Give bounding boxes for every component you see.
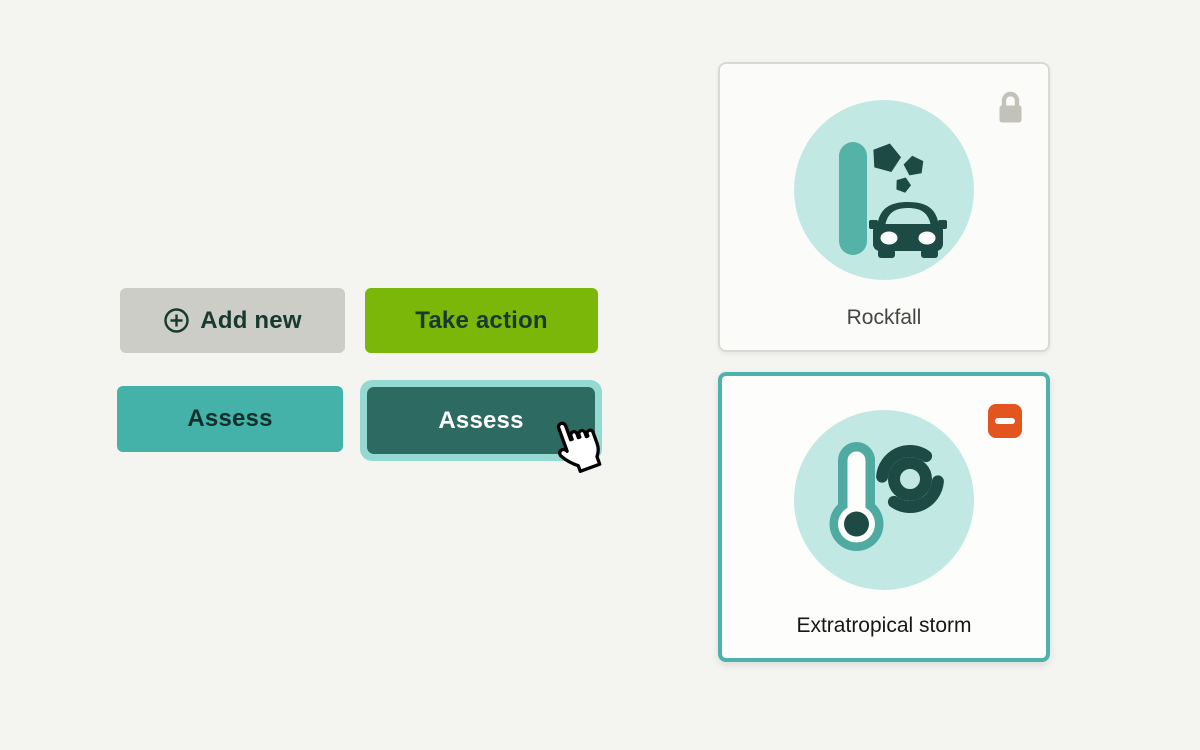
lock-icon	[995, 90, 1026, 126]
assess-hover-label: Assess	[438, 406, 524, 434]
add-new-label: Add new	[200, 306, 302, 334]
card-label-extratropical-storm: Extratropical storm	[796, 614, 972, 637]
hazard-card-rockfall[interactable]: Rockfall	[718, 62, 1050, 352]
hazard-icon-circle	[794, 100, 974, 280]
rockfall-icon	[839, 142, 947, 258]
remove-minus-icon[interactable]	[988, 404, 1022, 438]
circled-plus-icon	[163, 307, 190, 334]
hazard-card-extratropical-storm[interactable]: Extratropical storm	[718, 372, 1050, 662]
take-action-label: Take action	[415, 306, 548, 334]
extratropical-storm-icon	[829, 442, 944, 551]
assess-button-hover-face[interactable]: Assess	[367, 387, 595, 454]
add-new-button[interactable]: Add new	[120, 288, 345, 353]
card-label-rockfall: Rockfall	[846, 306, 922, 329]
assess-label: Assess	[187, 405, 273, 432]
take-action-button[interactable]: Take action	[365, 288, 598, 353]
minus-bar	[995, 417, 1015, 425]
hazard-icon-circle	[794, 410, 974, 590]
assess-button[interactable]: Assess	[117, 386, 343, 452]
assess-button-hover[interactable]: Assess	[360, 380, 602, 461]
